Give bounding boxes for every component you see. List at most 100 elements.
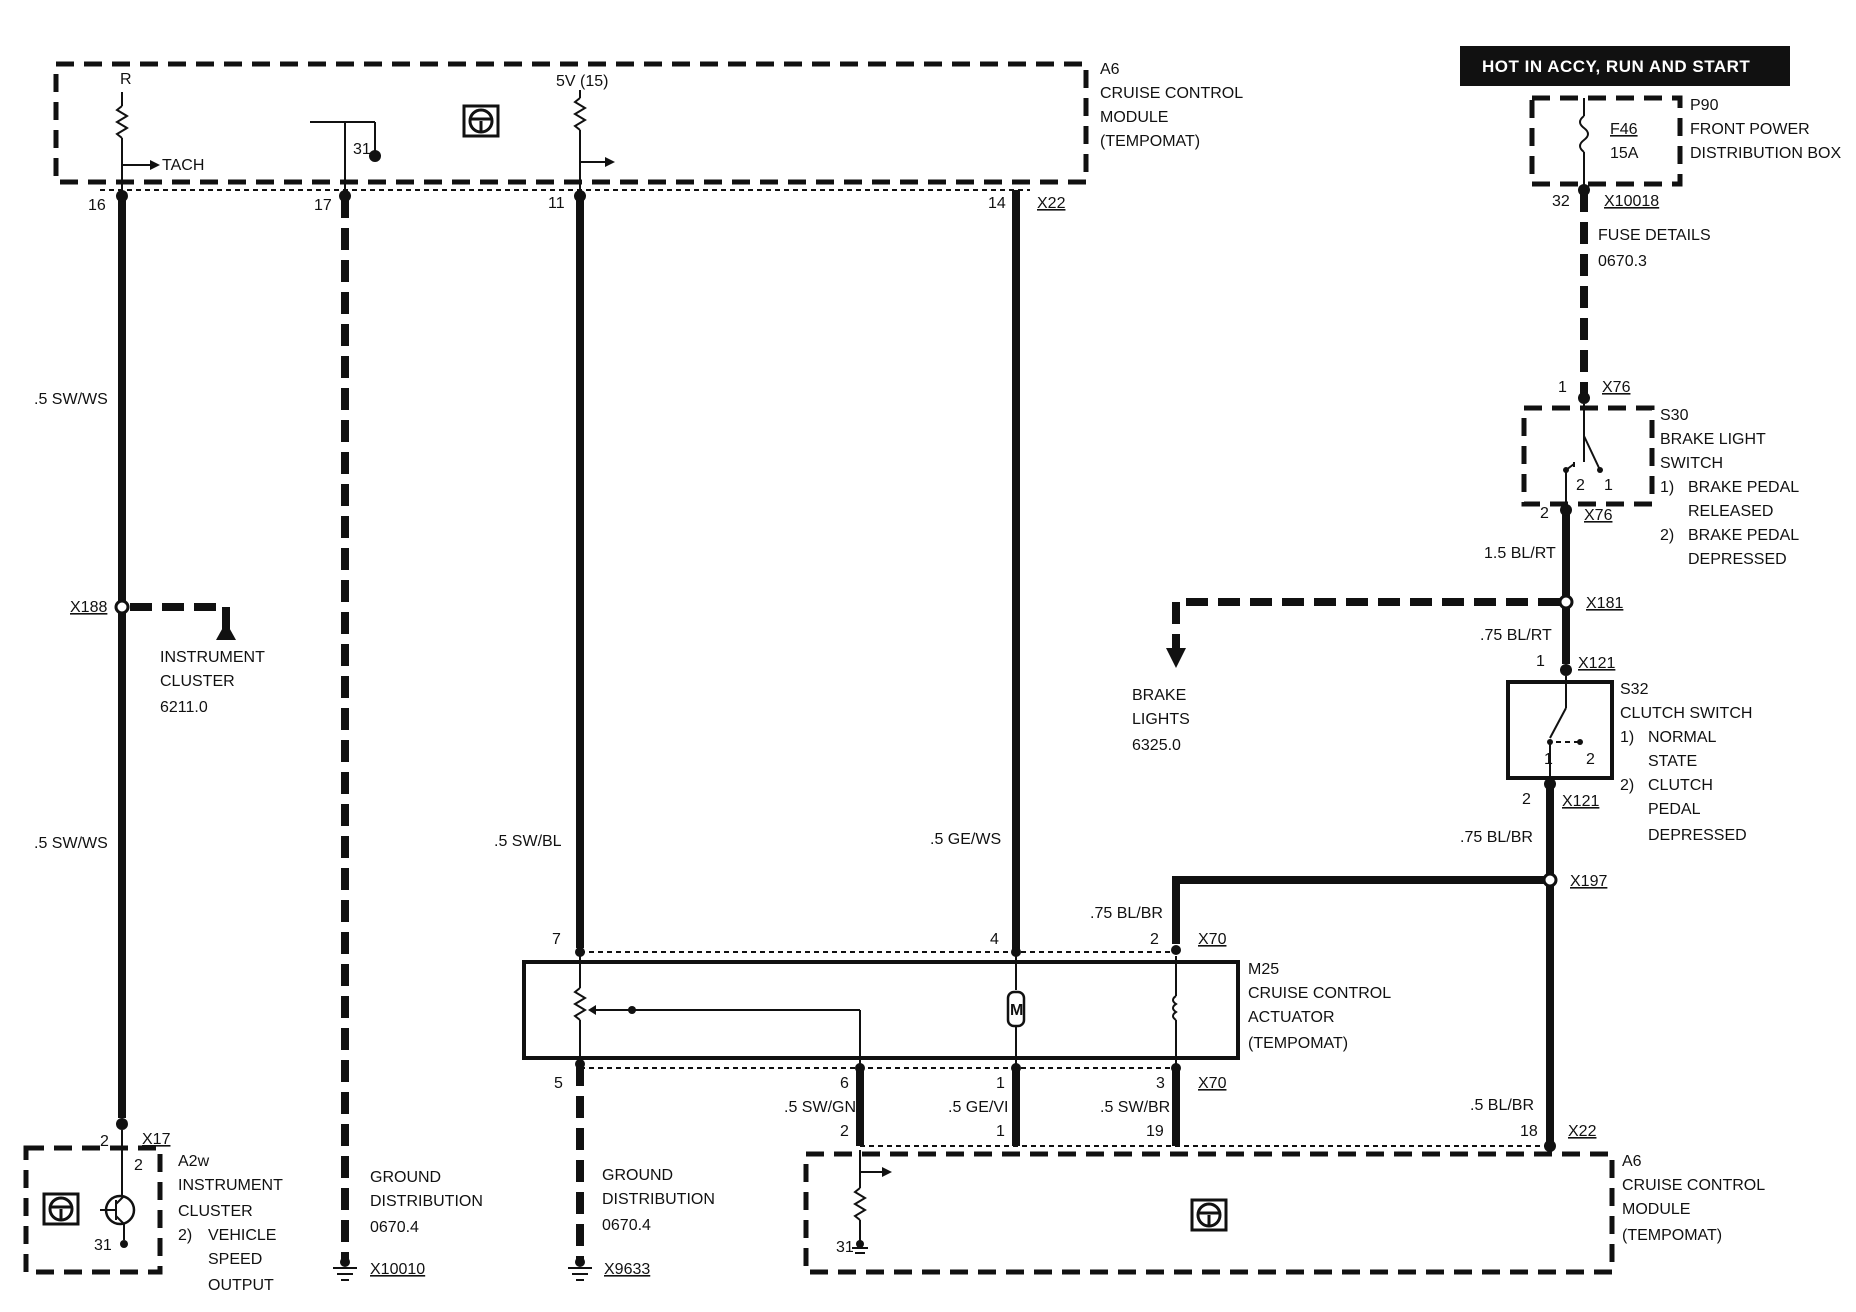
- connector-x22-bottom: X22: [1568, 1123, 1597, 1140]
- a6-top-id: A6: [1100, 61, 1120, 78]
- a2w-line2: CLUSTER: [178, 1203, 253, 1220]
- steering-wheel-icon-bottom: [1190, 1198, 1228, 1232]
- tach-resistor: [115, 105, 129, 139]
- a2w-note2-b: SPEED: [208, 1251, 262, 1268]
- supply-5v-label: 5V (15): [556, 73, 608, 90]
- connector-x22-top: X22: [1037, 195, 1066, 212]
- connector-x197: X197: [1570, 873, 1607, 890]
- wire-label-swbr: .5 SW/BR: [1100, 1099, 1170, 1116]
- pin-11: 11: [548, 195, 565, 212]
- connector-x9633: X9633: [604, 1261, 650, 1278]
- pin-x76-1: 1: [1558, 379, 1567, 396]
- wire-label-blrt15: 1.5 BL/RT: [1484, 545, 1556, 562]
- connector-x188: X188: [70, 599, 107, 616]
- pin-m1: 1: [996, 1075, 1005, 1092]
- pin-m4: 4: [990, 931, 999, 948]
- a2w-line1: INSTRUMENT: [178, 1177, 283, 1194]
- a6-bottom-line3: (TEMPOMAT): [1622, 1227, 1722, 1244]
- s30-note2-a: BRAKE PEDAL: [1688, 527, 1799, 544]
- ref-ground-b-l1: GROUND: [602, 1167, 673, 1184]
- s30-note1-a: BRAKE PEDAL: [1688, 479, 1799, 496]
- connector-x76-a: X76: [1602, 379, 1631, 396]
- p90-line1: FRONT POWER: [1690, 121, 1810, 138]
- brake-lights-arrow-icon: [1166, 648, 1186, 668]
- pin-s30-1: 1: [1604, 477, 1613, 494]
- fuse-f46-icon: [1579, 115, 1589, 153]
- pin-14: 14: [988, 195, 1006, 212]
- ref-ground-b-l2: DISTRIBUTION: [602, 1191, 715, 1208]
- hot-banner-text: HOT IN ACCY, RUN AND START: [1482, 57, 1750, 76]
- supply-resistor: [573, 97, 587, 131]
- ref-instrument-l3: 6211.0: [160, 699, 208, 716]
- ref-fuse-details-l2: 0670.3: [1598, 253, 1647, 270]
- wire-label-blrt75: .75 BL/RT: [1480, 627, 1552, 644]
- x188-splice: [114, 599, 130, 615]
- s32-id: S32: [1620, 681, 1649, 698]
- s32-note2-num: 2): [1620, 777, 1634, 794]
- motor-label: M: [1010, 1002, 1023, 1019]
- pin-s32-1: 1: [1544, 751, 1553, 768]
- a6-bottom-ground-icon: [856, 1240, 864, 1248]
- p90-id: P90: [1690, 97, 1719, 114]
- connector-x70-b: X70: [1198, 1075, 1227, 1092]
- ref-brake-l3: 6325.0: [1132, 737, 1181, 754]
- fuse-f46-label: F46: [1610, 121, 1638, 138]
- transistor-icon: [100, 1130, 136, 1248]
- wire-pin16: [114, 190, 236, 1118]
- s30-line2: SWITCH: [1660, 455, 1723, 472]
- s32-note1-a: NORMAL: [1648, 729, 1717, 746]
- s32-note2-b: PEDAL: [1648, 801, 1701, 818]
- pin-b2: 2: [840, 1123, 849, 1140]
- a6-top-box: [53, 61, 1089, 185]
- pin-x76-2: 2: [1540, 505, 1549, 522]
- pin-m5: 5: [554, 1075, 563, 1092]
- wire-s30-to-s32: [1166, 504, 1574, 676]
- wire-label-blbr75-b: .75 BL/BR: [1090, 905, 1163, 922]
- a6-top-module: [53, 61, 1089, 196]
- connector-x70-a: X70: [1198, 931, 1227, 948]
- pin-m2: 2: [1150, 931, 1159, 948]
- connector-x76-b: X76: [1584, 507, 1613, 524]
- a6-top-line2: MODULE: [1100, 109, 1168, 126]
- a6-bottom-line1: CRUISE CONTROL: [1622, 1177, 1765, 1194]
- a6-top-line1: CRUISE CONTROL: [1100, 85, 1243, 102]
- pin-17: 17: [314, 197, 332, 214]
- wire-label-blbr75-a: .75 BL/BR: [1460, 829, 1533, 846]
- ref-brake-l2: LIGHTS: [1132, 711, 1190, 728]
- s32-note1-num: 1): [1620, 729, 1634, 746]
- a2w-note2-c: OUTPUT: [208, 1277, 274, 1294]
- actuator-coil-icon: [1172, 995, 1178, 1021]
- wire-pin14: [1011, 190, 1021, 957]
- ground-31-label: 31: [353, 141, 371, 158]
- wire-label-swws-1: .5 SW/WS: [34, 391, 108, 408]
- tach-arrow-icon: [150, 160, 160, 170]
- pin-s30-2: 2: [1576, 477, 1585, 494]
- a6-bottom-module: [803, 1145, 1615, 1275]
- wire-label-blbr5: .5 BL/BR: [1470, 1097, 1534, 1114]
- ref-fuse-details-l1: FUSE DETAILS: [1598, 227, 1711, 244]
- a6-bottom-line2: MODULE: [1622, 1201, 1690, 1218]
- pin-a2w-2b: 2: [134, 1157, 143, 1174]
- pin-s32-2: 2: [1586, 751, 1595, 768]
- ground-31-icon: [369, 150, 381, 162]
- steering-wheel-icon: [462, 104, 500, 138]
- a2w-note2-num: 2): [178, 1227, 192, 1244]
- s32-note2-a: CLUTCH: [1648, 777, 1713, 794]
- s30-brake-light-switch: [1521, 404, 1655, 510]
- m25-line1: CRUISE CONTROL: [1248, 985, 1391, 1002]
- ref-ground-a-l3: 0670.4: [370, 1219, 419, 1236]
- wire-label-swgn: .5 SW/GN: [784, 1099, 856, 1116]
- internal-r-label: R: [120, 71, 132, 88]
- m25-id: M25: [1248, 961, 1279, 978]
- wire-label-gews: .5 GE/WS: [930, 831, 1001, 848]
- a6-bottom-id: A6: [1622, 1153, 1642, 1170]
- pin-p32: 32: [1552, 193, 1570, 210]
- x181-splice: [1558, 594, 1574, 610]
- a2w-id: A2w: [178, 1153, 210, 1170]
- output-arrow-icon: [605, 157, 615, 167]
- pin-16: 16: [88, 197, 106, 214]
- pin-b1: 1: [996, 1123, 1005, 1140]
- hot-banner: [1460, 46, 1790, 86]
- s30-line1: BRAKE LIGHT: [1660, 431, 1766, 448]
